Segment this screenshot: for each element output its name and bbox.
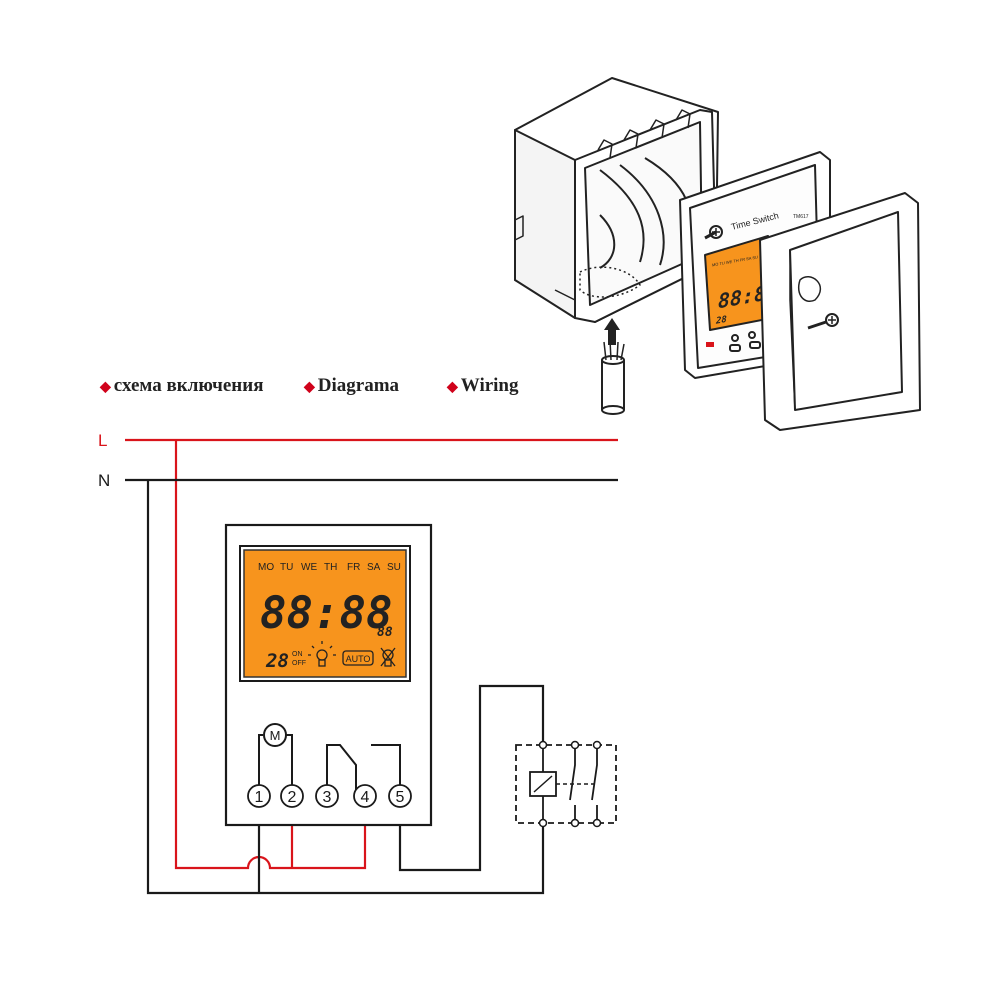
lcd-auto-label: AUTO [346, 654, 371, 664]
output-wire [398, 684, 545, 872]
terminal-block: 1 2 3 4 5 [247, 784, 412, 808]
internal-relay-contact [326, 744, 401, 790]
terminal-4-label: 4 [361, 789, 370, 806]
terminal-5: 5 [388, 784, 412, 808]
lcd-day-th: TH [324, 562, 337, 573]
lamp-on-icon [308, 641, 336, 667]
lcd-on-label: ON [292, 651, 303, 658]
device-button-icon [731, 334, 739, 342]
lcd-display [243, 549, 407, 678]
neutral-wires [125, 478, 618, 895]
live-line-label: L [98, 431, 107, 450]
terminal-2-label: 2 [288, 789, 297, 806]
terminal-3: 3 [315, 784, 339, 808]
header-diagrama: ◆Diagrama [304, 375, 400, 396]
device-button-icon [748, 331, 756, 339]
terminal-3-label: 3 [323, 789, 332, 806]
motor-label: M [270, 728, 281, 743]
header-wiring: ◆Wiring [447, 375, 519, 396]
arrow-up-icon [604, 318, 620, 345]
header-wiring-scheme-ru: ◆схема включения [100, 375, 264, 396]
cable-entry [601, 318, 625, 415]
lcd-day-we: WE [301, 562, 317, 573]
lcd-day-su: SU [387, 562, 401, 573]
lcd-day-mo: MO [258, 562, 274, 573]
lamp-off-icon [380, 647, 396, 667]
time-switch-body [224, 523, 433, 827]
product-model: TM617 [793, 214, 809, 220]
lcd-seconds-digits: 88 [377, 625, 393, 640]
lcd-program-number: 28 [265, 650, 289, 672]
product-illustration: MO TU WE TH FR SA SU 88:88 28 Time Switc… [514, 77, 921, 431]
lcd-day-fr: FR [347, 562, 360, 573]
terminal-2: 2 [280, 784, 304, 808]
front-frame [759, 192, 921, 431]
lcd-day-sa: SA [367, 562, 381, 573]
lcd-off-label: OFF [292, 660, 306, 667]
external-contactor [515, 740, 617, 828]
motor: M [258, 723, 293, 790]
lcd-contents: MO TU WE TH FR SA SU 88:88 88 28 ON OFF … [258, 562, 401, 672]
terminal-1-label: 1 [255, 789, 264, 806]
motor-icon [263, 723, 287, 747]
lcd-time-digits: 88:88 [260, 588, 392, 639]
status-led [706, 342, 714, 347]
neutral-line-label: N [98, 471, 110, 490]
product-program-number: 28 [715, 315, 727, 327]
terminal-5-label: 5 [396, 789, 405, 806]
terminal-4: 4 [353, 784, 377, 808]
wall-box [514, 77, 719, 323]
neutral-return-wire [146, 480, 545, 895]
terminal-1: 1 [247, 784, 271, 808]
lcd-day-tu: TU [280, 562, 293, 573]
auto-badge [342, 650, 374, 666]
